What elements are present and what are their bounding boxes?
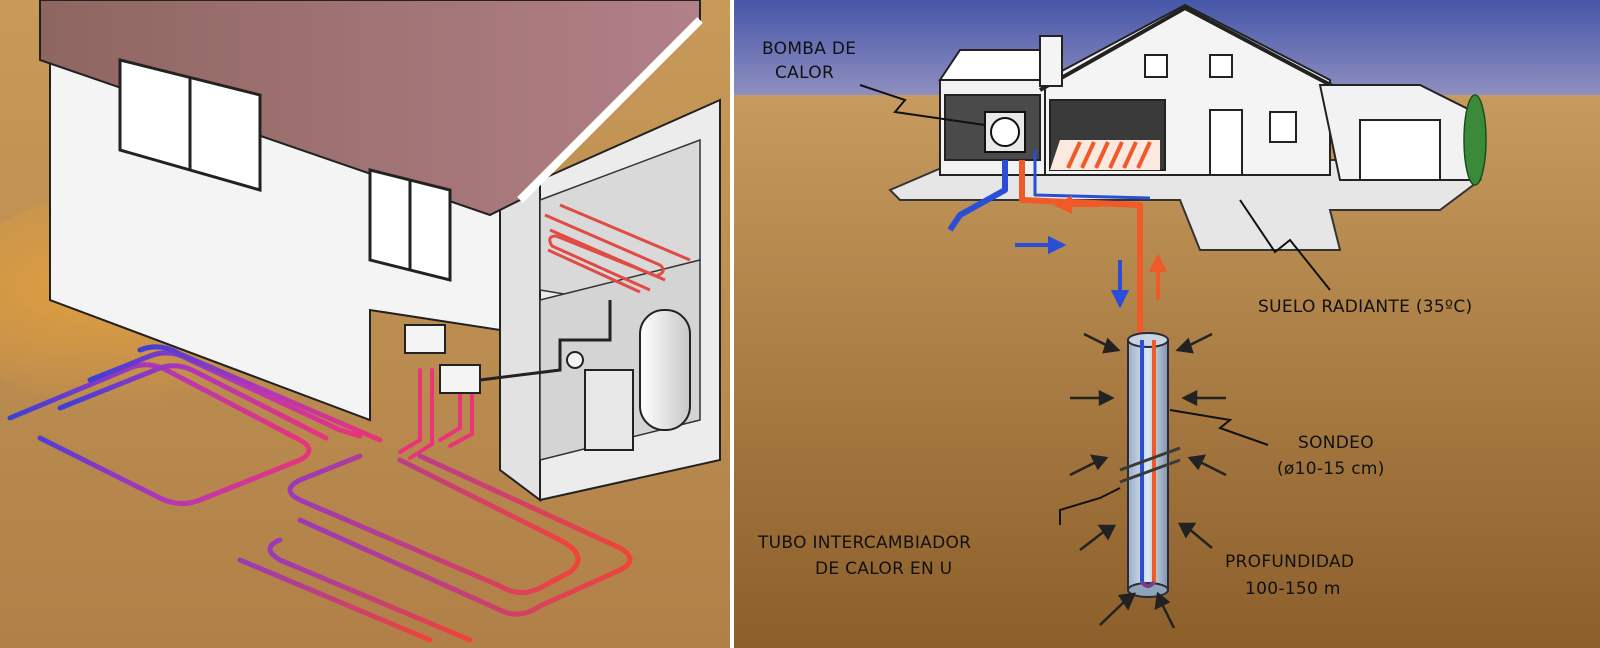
cutaway-floor-heating xyxy=(544,203,691,294)
manifold-upper xyxy=(404,324,446,354)
cold-pipe-surface xyxy=(947,160,1008,232)
circulation-pump xyxy=(566,351,584,369)
flow-arrows xyxy=(1015,195,1168,309)
ground-loop-upper xyxy=(7,344,383,506)
manifold-lower xyxy=(439,364,481,394)
shrub xyxy=(1463,94,1487,186)
borehole xyxy=(1119,332,1181,598)
heat-inflow-arrows xyxy=(1069,332,1227,629)
borehole-top xyxy=(1127,332,1169,348)
chimney xyxy=(1039,35,1063,87)
ground-loop-lower xyxy=(237,453,633,643)
borehole-connection-pipes xyxy=(947,150,1151,340)
left-house xyxy=(39,0,721,502)
ground-loop-pipes xyxy=(7,344,633,643)
main-roof-line xyxy=(1039,5,1341,92)
panel-divider xyxy=(730,0,734,648)
water-tank xyxy=(639,309,691,431)
hot-flow-arrows xyxy=(1053,195,1168,300)
supply-pipe xyxy=(479,300,612,382)
radiant-floor-coils xyxy=(1066,141,1152,169)
right-house xyxy=(938,3,1487,186)
riser-pipes xyxy=(398,368,474,460)
label-borehole-line1: SONDEO xyxy=(1298,433,1374,453)
diagram-labels: BOMBA DE CALOR SUELO RADIANTE (35ºC) SON… xyxy=(757,39,1472,599)
cold-pipe-thin xyxy=(1033,150,1151,200)
u-tube-bend xyxy=(1140,580,1156,588)
leader-u-tube xyxy=(1059,487,1121,525)
front-door xyxy=(1209,109,1243,176)
cold-flow-arrows xyxy=(1015,235,1130,309)
label-u-tube-line1: TUBO INTERCAMBIADOR xyxy=(757,533,971,553)
label-borehole-line2: (ø10-15 cm) xyxy=(1277,459,1385,479)
label-depth-line2: 100-150 m xyxy=(1245,579,1341,599)
label-u-tube-line2: DE CALOR EN U xyxy=(815,559,952,579)
label-heat-pump-line2: CALOR xyxy=(775,63,834,83)
leader-radiant-floor xyxy=(1239,199,1331,291)
garage-door xyxy=(1359,119,1441,181)
garage-annex-roof xyxy=(938,49,1051,81)
mechanical-equipment xyxy=(404,300,691,451)
leader-borehole xyxy=(1169,409,1269,446)
leader-lines xyxy=(859,84,1331,525)
label-heat-pump-line1: BOMBA DE xyxy=(762,39,856,59)
house-windows xyxy=(118,58,452,282)
borehole-break-marks xyxy=(1119,446,1181,484)
horizontal-loop-illustration xyxy=(0,0,730,648)
vertical-borehole-illustration: BOMBA DE CALOR SUELO RADIANTE (35ºC) SON… xyxy=(734,0,1600,648)
heat-pump-unit-left xyxy=(584,369,634,451)
hot-pipe-surface xyxy=(1019,160,1143,340)
heat-pump-fan-icon xyxy=(990,117,1020,147)
leader-heat-pump xyxy=(859,84,986,126)
roof-fascia xyxy=(517,17,703,203)
label-depth-line1: PROFUNDIDAD xyxy=(1225,552,1354,572)
label-radiant-floor: SUELO RADIANTE (35ºC) xyxy=(1258,297,1472,317)
